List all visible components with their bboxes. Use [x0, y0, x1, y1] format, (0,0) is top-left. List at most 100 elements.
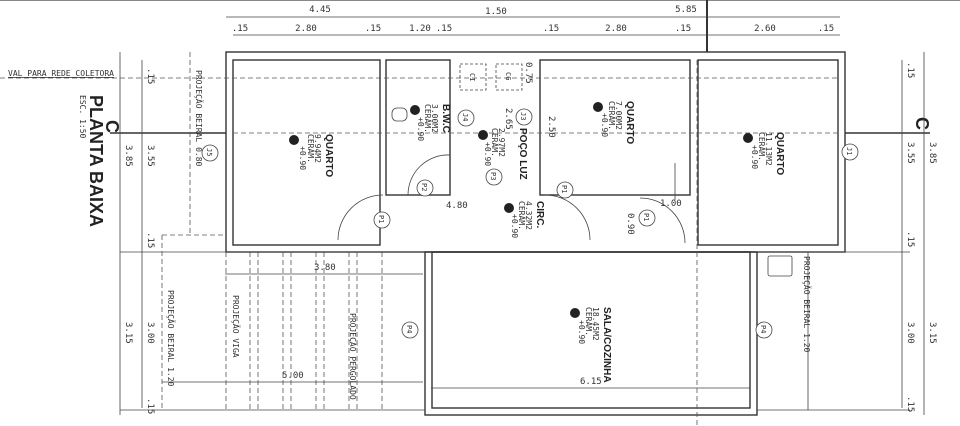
dim-075: 0.75 [523, 62, 533, 84]
dim-top: 2.80 [295, 24, 317, 34]
plan-label: +0.90 [416, 117, 425, 141]
tag-p1: P1 [642, 213, 650, 221]
dim-top: .15 [675, 24, 691, 34]
plan-label: 2.97M2 [497, 128, 506, 157]
plan-label: QUARTO [774, 132, 785, 175]
annotation-pergolado: PROJEÇÃO PERGOLADO [348, 313, 358, 400]
dim-right: 3.00 [905, 322, 915, 344]
room-quarto-3: QUARTO 11.13M2 CERÂM. +0.90 [743, 132, 785, 175]
dim-right: .15 [905, 62, 915, 78]
tag-p2: P2 [420, 183, 428, 191]
room-bwc: B.W.C 3.00M2 CERÂM. +0.90 [391, 104, 451, 141]
plan-title: PLANTA BAIXA [86, 95, 106, 227]
tag-p3: P3 [489, 172, 497, 180]
section-mark-left: C [102, 120, 122, 133]
dim-top-mid: 1.50 [485, 7, 507, 17]
dim-top: .15 [818, 24, 834, 34]
dim-right: .15 [905, 396, 915, 412]
dim-090: 0.90 [625, 213, 635, 235]
plan-label: CERÂM. [306, 134, 317, 163]
tag-p4: P4 [405, 325, 413, 333]
dim-left: .15 [145, 398, 155, 414]
right-dimensions: .15 3.55 3.85 .15 3.00 3.15 .15 [901, 52, 937, 415]
dim-250: 2.50 [546, 116, 556, 138]
plan-label: CERÂM. [490, 128, 501, 157]
dim-top-total-left: 4.45 [309, 5, 331, 15]
tag-p1: P1 [560, 185, 568, 193]
sink-icon [767, 255, 793, 277]
tag-ci: CI [468, 73, 476, 81]
dim-left: 3.00 [145, 322, 155, 344]
tag-j3: J3 [519, 112, 527, 120]
dim-500: 5.00 [282, 371, 304, 381]
plan-label: CERÂM. [607, 101, 618, 130]
inner-dimensions: 4.80 0.75 2.65 2.50 1.00 0.90 3.80 5.00 … [162, 62, 812, 400]
dim-100: 1.00 [660, 199, 682, 209]
dim-top: 2.60 [754, 24, 776, 34]
dim-480: 4.80 [446, 201, 468, 211]
plan-label: 7.00M2 [614, 101, 623, 130]
plan-label: CIRC. [534, 201, 545, 228]
dim-left: 3.85 [123, 145, 133, 167]
plan-label: +0.90 [750, 145, 759, 169]
room-circ: CIRC. 4.32M2 CERÂM. +0.90 [504, 201, 545, 238]
annotation-beiral-120-left: PROJEÇÃO BEIRAL 1.20 [166, 290, 176, 387]
dim-top: .15 [232, 24, 248, 34]
plan-label: SALA/COZINHA [601, 307, 612, 383]
plan-label: +0.90 [483, 142, 492, 166]
dim-left: 3.55 [145, 145, 155, 167]
room-quarto-1: QUARTO 9.94M2 CERÂM. +0.90 [289, 134, 334, 177]
plan-label: 4.32M2 [524, 201, 533, 230]
left-dimensions: .15 3.85 3.55 .15 3.15 3.00 .15 VAL PARA… [8, 52, 932, 415]
dim-left: .15 [145, 68, 155, 84]
plan-label: 9.94M2 [313, 134, 322, 163]
dim-265: 2.65 [503, 108, 513, 130]
annotation-beiral-120-right: PROJEÇÃO BEIRAL 1.20 [802, 256, 812, 353]
opening-tags: CI CG J5 J4 J3 J1 P3 P2 P1 P1 P1 P4 P4 [201, 63, 859, 339]
tag-j5: J5 [205, 148, 213, 156]
dim-380: 3.80 [314, 263, 336, 273]
tag-j4: J4 [461, 113, 469, 121]
plan-label: 18.45M2 [591, 307, 600, 341]
plan-scale: ESC. 1:50 [78, 95, 87, 139]
plan-label: +0.90 [510, 214, 519, 238]
room-sala-cozinha: SALA/COZINHA 18.45M2 CERÂM. +0.90 [570, 255, 793, 383]
room-poco-luz: POÇO LUZ 2.97M2 CERÂM. +0.90 [478, 128, 528, 180]
sewer-note: VAL PARA REDE COLETORA [8, 69, 114, 78]
dim-top: 2.80 [605, 24, 627, 34]
plan-label: CERÂM. [423, 104, 434, 133]
section-mark-right: C [912, 117, 932, 130]
dim-top: .15 [436, 24, 452, 34]
plan-label: CERÂM. [757, 132, 768, 161]
dim-right: 3.15 [927, 322, 937, 344]
plan-label: CERÂM. [517, 201, 528, 230]
plan-label: 3.00M2 [430, 104, 439, 133]
dim-right: .15 [905, 231, 915, 247]
dim-left: .15 [145, 232, 155, 248]
dim-top: .15 [365, 24, 381, 34]
plan-label: CERÂM. [584, 307, 595, 336]
dim-left: 3.15 [123, 322, 133, 344]
top-dimensions: 4.45 1.50 5.85 .15 2.80 .15 1.20 .15 .15… [226, 5, 840, 36]
tag-p1: P1 [377, 215, 385, 223]
dim-top: 1.20 [409, 24, 431, 34]
dim-right: 3.85 [927, 142, 937, 164]
dim-top-total-right: 5.85 [675, 5, 697, 15]
dim-615: 6.15 [580, 377, 602, 387]
plan-label: QUARTO [323, 134, 334, 177]
plan-label: QUARTO [624, 101, 635, 144]
plan-label: 11.13M2 [764, 132, 773, 166]
plan-label: B.W.C [440, 104, 451, 133]
plan-label: +0.90 [298, 146, 307, 170]
dim-right: 3.55 [905, 142, 915, 164]
plan-label: +0.90 [577, 320, 586, 344]
dim-top: .15 [543, 24, 559, 34]
walls [0, 51, 930, 426]
annotation-beiral-080: PROJEÇÃO BEIRAL 0.80 [194, 70, 204, 167]
tag-p4: P4 [759, 325, 767, 333]
annotation-viga: PROJEÇÃO VIGA [231, 295, 241, 358]
tag-j1: J1 [845, 147, 853, 155]
plan-label: POÇO LUZ [517, 128, 528, 180]
plan-label: +0.90 [600, 113, 609, 137]
